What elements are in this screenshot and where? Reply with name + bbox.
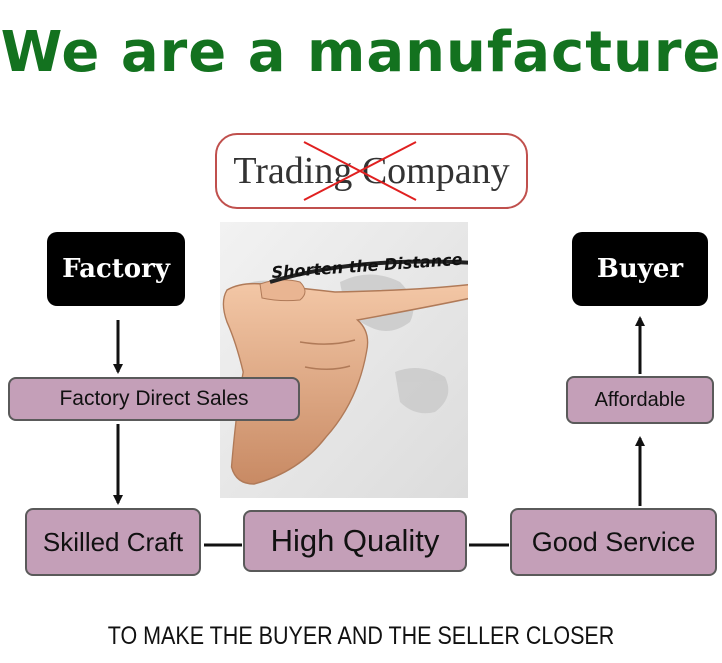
skilled-craft-box: Skilled Craft	[25, 508, 201, 576]
buyer-box: Buyer	[572, 232, 708, 306]
trading-company-label: Trading Company	[233, 150, 510, 192]
footer-slogan: TO MAKE THE BUYER AND THE SELLER CLOSER	[107, 622, 615, 650]
hand-photo: Shorten the Distance	[220, 222, 468, 498]
affordable-box: Affordable	[566, 376, 714, 424]
cross-out-icon	[303, 141, 417, 201]
factory-direct-sales-box: Factory Direct Sales	[8, 377, 300, 421]
trading-company-box: Trading Company	[215, 133, 528, 209]
pointing-hand-icon	[222, 279, 468, 485]
high-quality-box: High Quality	[243, 510, 467, 572]
good-service-box: Good Service	[510, 508, 717, 576]
headline: We are a manufacture	[0, 20, 722, 85]
factory-box: Factory	[47, 232, 185, 306]
distance-arc	[269, 259, 468, 284]
